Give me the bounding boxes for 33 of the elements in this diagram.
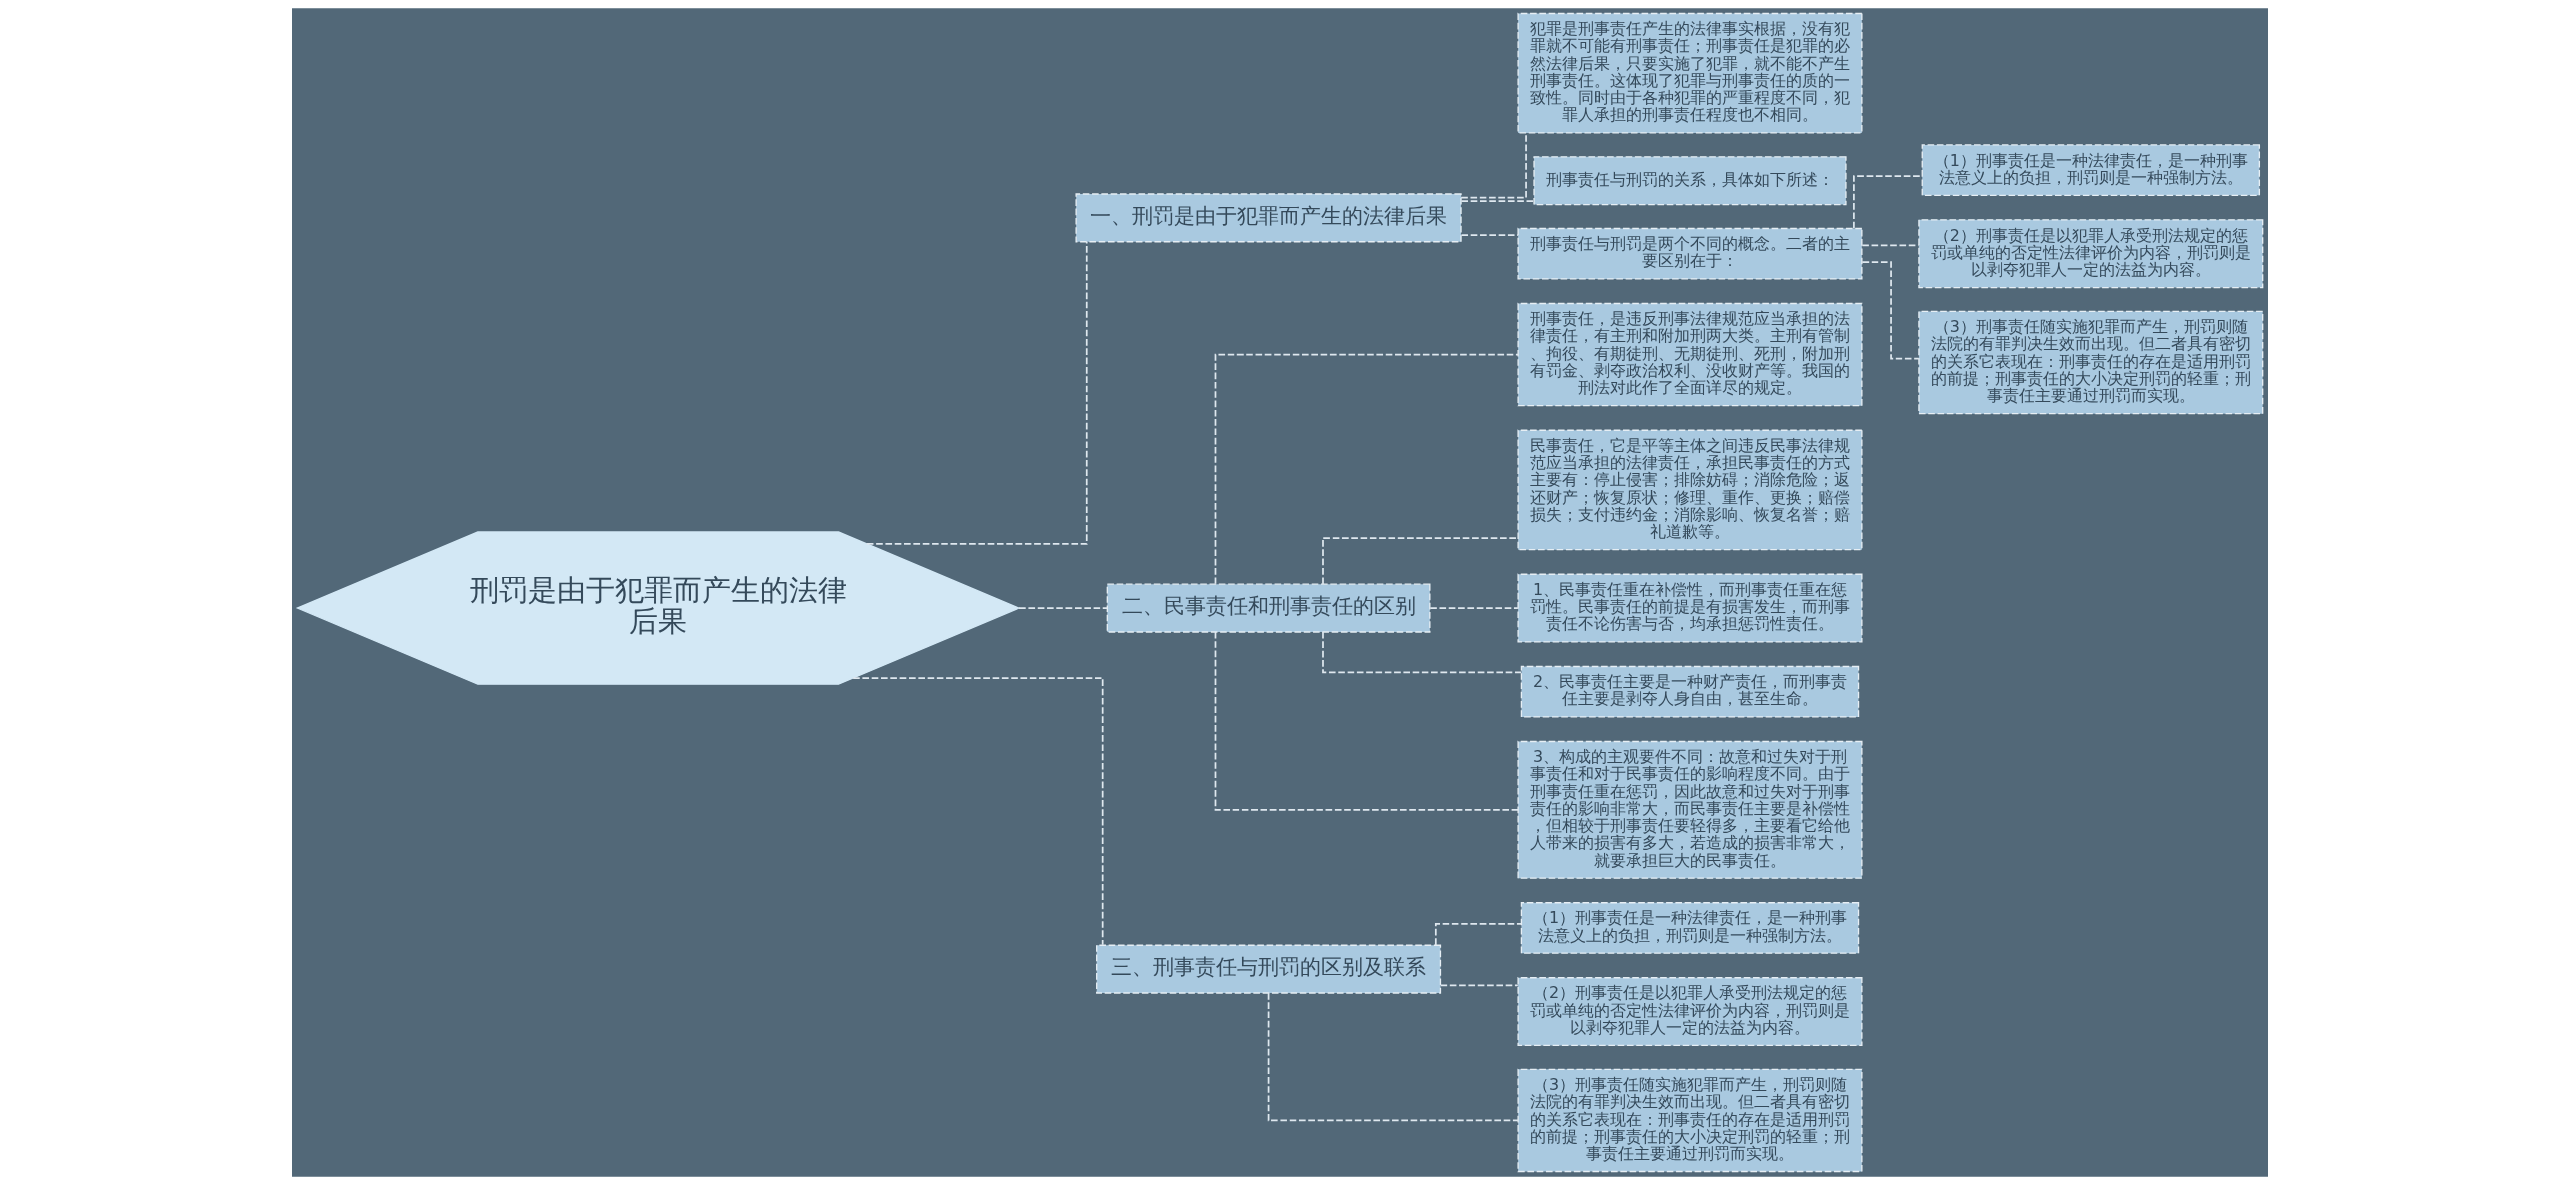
node-box: 民事责任，它是平等主体之间违反民事法律规范应当承担的法律责任，承担民事责任的方式主要有：停止侵害；排除妨碍；消除危险；返还财产；恢复原状；修理、重作、更换；赔偿损失；支付违约金；消除影响、恢复名誉；赔礼道歉等。 xyxy=(1517,429,1863,551)
node-box: 犯罪是刑事责任产生的法律事实根据，没有犯罪就不可能有刑事责任；刑事责任是犯罪的必然法律后果，只要实施了犯罪，就不能不产生刑事责任。这体现了犯罪与刑事责任的质的一致性。同时由于各种犯罪的严重程度不同，犯罪人承担的刑事责任程度也不相同。 xyxy=(1517,12,1863,134)
node-box: 一、刑罚是由于犯罪而产生的法律后果 xyxy=(1075,193,1462,243)
connector xyxy=(1429,607,1519,609)
connector xyxy=(1018,607,1108,609)
connector xyxy=(1322,537,1519,585)
node-box: 刑事责任与刑罚是两个不同的概念。二者的主要区别在于： xyxy=(1517,227,1863,280)
node-box: （1）刑事责任是一种法律责任，是一种刑事法意义上的负担，刑罚则是一种强制方法。 xyxy=(1921,144,2261,196)
connector xyxy=(1214,631,1519,811)
connector xyxy=(1861,244,1920,247)
connector xyxy=(852,677,1104,946)
node-box: 三、刑事责任与刑罚的区别及联系 xyxy=(1096,944,1442,994)
connector xyxy=(1267,992,1519,1122)
node-box: 3、构成的主观要件不同：故意和过失对于刑事责任和对于民事责任的影响程度不同。由于刑事责任重在惩罚，因此故意和过失对于刑事责任的影响非常大，而民事责任主要是补偿性，但相较于刑事责任要轻得多，主要看它给他人带来的损害有多大，若造成的损害非常大，就要承担巨大的民事责任。 xyxy=(1517,740,1863,879)
node-box: （2）刑事责任是以犯罪人承受刑法规定的惩罚或单纯的否定性法律评价为内容，刑罚则是以剥夺犯罪人一定的法益为内容。 xyxy=(1918,219,2264,289)
connector xyxy=(1460,200,1535,202)
connector xyxy=(1460,132,1527,199)
connector xyxy=(1214,353,1519,585)
connector xyxy=(1853,175,1923,230)
node-box: 2、民事责任主要是一种财产责任，而刑事责任主要是剥夺人身自由，甚至生命。 xyxy=(1520,665,1860,718)
node-box: （2）刑事责任是以犯罪人承受刑法规定的惩罚或单纯的否定性法律评价为内容，刑罚则是以剥夺犯罪人一定的法益为内容。 xyxy=(1517,977,1863,1047)
node-box: （3）刑事责任随实施犯罪而产生，刑罚则随法院的有罪判决生效而出现。但二者具有密切的关系它表现在：刑事责任的存在是适用刑罚的前提；刑事责任的大小决定刑罚的轻重；刑事责任主要通过刑罚而实现。 xyxy=(1517,1068,1863,1173)
connector xyxy=(1322,631,1522,674)
node-box: 刑事责任与刑罚的关系，具体如下所述： xyxy=(1533,156,1847,206)
node-box: 二、民事责任和刑事责任的区别 xyxy=(1106,583,1431,633)
node-box: （1）刑事责任是一种法律责任，是一种刑事法意义上的负担，刑罚则是一种强制方法。 xyxy=(1520,902,1860,954)
node-box: 刑事责任，是违反刑事法律规范应当承担的法律责任，有主刑和附加刑两大类。主刑有管制、拘役、有期徒刑、无期徒刑、死刑，附加刑有罚金、剥夺政治权利、没收财产等。我国的刑法对此作了全面详尽的规定。 xyxy=(1517,302,1863,407)
connector xyxy=(1434,923,1523,946)
node-box: （3）刑事责任随实施犯罪而产生，刑罚则随法院的有罪判决生效而出现。但二者具有密切的关系它表现在：刑事责任的存在是适用刑罚的前提；刑事责任的大小决定刑罚的轻重；刑事责任主要通过刑罚而实现。 xyxy=(1918,310,2264,415)
connector xyxy=(865,241,1088,545)
connector xyxy=(1439,984,1519,987)
connector xyxy=(1460,234,1519,236)
node-box: 1、民事责任重在补偿性，而刑事责任重在惩罚性。民事责任的前提是有损害发生，而刑事责任不论伤害与否，均承担惩罚性责任。 xyxy=(1517,573,1863,643)
